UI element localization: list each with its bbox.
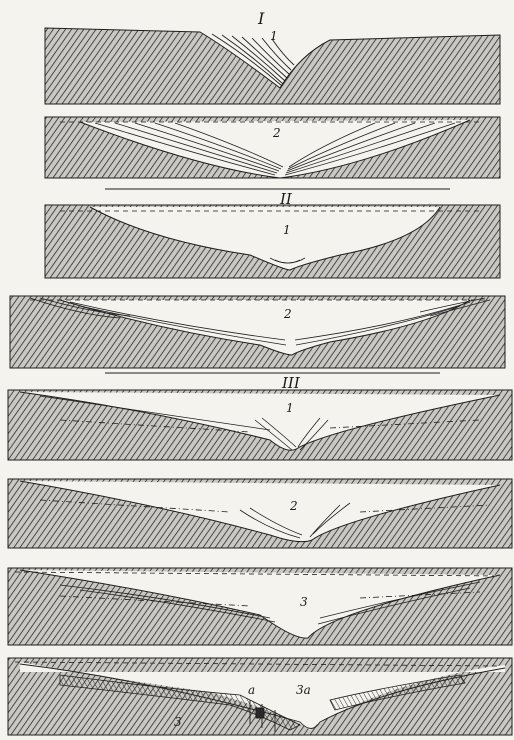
group-II-numeral: II bbox=[279, 190, 293, 208]
panel-II-2-label: 2 bbox=[283, 307, 292, 321]
panel-I-2: 2 bbox=[45, 117, 500, 178]
panel-I-1: I 1 bbox=[45, 9, 500, 104]
panel-III-3: 3 bbox=[8, 568, 512, 645]
group-I-numeral: I bbox=[257, 9, 265, 28]
annotation-3: 3 bbox=[174, 715, 182, 729]
panel-III-1-label: 1 bbox=[286, 401, 294, 415]
panel-III-3a-label: 3a bbox=[296, 683, 311, 697]
group-III-numeral: III bbox=[281, 374, 301, 392]
panel-III-2-label: 2 bbox=[289, 499, 298, 513]
panel-III-3-label: 3 bbox=[300, 595, 308, 609]
panel-II-1: II 1 bbox=[45, 190, 500, 278]
panel-III-3a: a 3a 3 bbox=[8, 658, 512, 735]
panel-I-1-label: 1 bbox=[270, 29, 278, 43]
panel-III-1: III 1 bbox=[8, 374, 512, 460]
panel-III-2: 2 bbox=[8, 479, 512, 548]
panel-II-1-label: 1 bbox=[283, 223, 291, 237]
panel-I-2-label: 2 bbox=[272, 126, 281, 140]
panel-II-2: 2 bbox=[10, 296, 505, 368]
annotation-a: a bbox=[248, 683, 255, 697]
